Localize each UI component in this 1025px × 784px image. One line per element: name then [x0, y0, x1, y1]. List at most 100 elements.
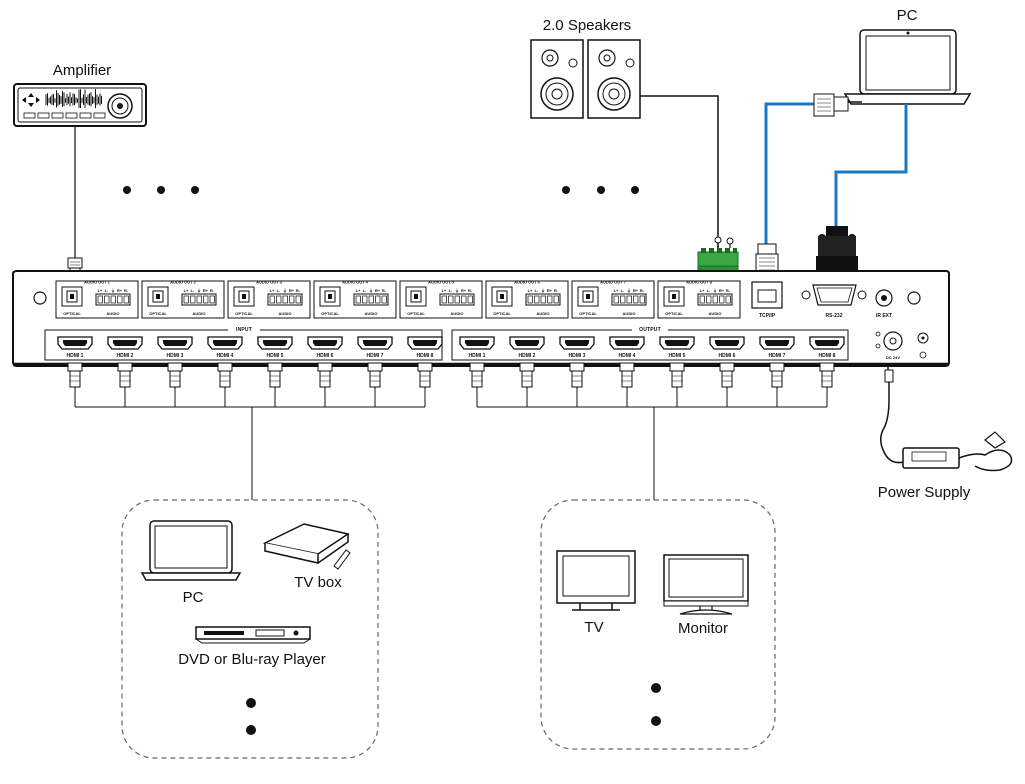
hdmi-plug-icon [267, 362, 283, 407]
ir-port-icon [875, 289, 893, 307]
hdmi-port-label: HDMI 3 [167, 353, 184, 359]
hdmi-plug-icon [317, 362, 333, 407]
audio-out-title: AUDIO OUT 7 [600, 280, 627, 285]
hdmi-port-icon [509, 336, 545, 350]
hdmi-plug-icon [819, 362, 835, 407]
audio-terminal-icon: L+L-⏚R+R- [611, 287, 647, 306]
hdmi-port-label: HDMI 8 [417, 353, 434, 359]
terminal-pin-label: L+ [700, 288, 705, 293]
speaker-cable [640, 95, 719, 248]
hdmi-port-label: HDMI 4 [217, 353, 234, 359]
optical-label: OPTICAL [579, 311, 597, 316]
hdmi-plug-icon [417, 362, 433, 407]
hdmi-port-icon [357, 336, 393, 350]
hdmi-port-icon [407, 336, 443, 350]
hdmi-port-label: HDMI 7 [769, 353, 786, 359]
terminal-pin-label: L+ [528, 288, 533, 293]
dc-label: DC 24V [886, 355, 900, 360]
audio-out-title: AUDIO OUT 8 [686, 280, 713, 285]
hdmi-plug-icon [217, 362, 233, 407]
output-bus-cable [477, 406, 827, 500]
hdmi-plug-icon [519, 362, 535, 407]
more-displays-dots [651, 683, 661, 726]
ground-screw-icon [917, 332, 929, 359]
optical-label: OPTICAL [493, 311, 511, 316]
terminal-pin-label: R- [726, 288, 731, 293]
hdmi-plug-icon [469, 362, 485, 407]
terminal-pin-label: R+ [461, 288, 467, 293]
speakers-icon [530, 39, 641, 119]
ir-ext-label: IR EXT [876, 313, 892, 319]
rj45-plug-icon [755, 243, 779, 275]
network-cable [764, 102, 815, 246]
terminal-pin-label: ⏚ [111, 287, 115, 293]
audio-label: AUDIO [365, 311, 378, 316]
terminal-pin-label: L- [707, 288, 711, 293]
hdmi-plug-icon [719, 362, 735, 407]
hdmi-port-icon [759, 336, 795, 350]
terminal-pin-label: ⏚ [197, 287, 201, 293]
terminal-pin-label: L- [191, 288, 195, 293]
laptop-icon [843, 29, 972, 105]
terminal-pin-label: L+ [184, 288, 189, 293]
hdmi-port-icon [659, 336, 695, 350]
hdmi-port-label: HDMI 7 [367, 353, 384, 359]
terminal-pin-label: L- [363, 288, 367, 293]
hdmi-port-icon [609, 336, 645, 350]
optical-port-icon [61, 286, 83, 307]
hdmi-port-icon [257, 336, 293, 350]
pc-control-label: PC [897, 7, 918, 24]
audio-label: AUDIO [537, 311, 550, 316]
hdmi-port-icon [459, 336, 495, 350]
rs232-label: RS-232 [826, 313, 843, 319]
audio-terminal-icon: L+L-⏚R+R- [353, 287, 389, 306]
power-adapter-icon [880, 369, 1013, 472]
terminal-pin-label: ⏚ [627, 287, 631, 293]
hdmi-plug-icon [167, 362, 183, 407]
terminal-pin-label: R- [382, 288, 387, 293]
hdmi-plug-icon [117, 362, 133, 407]
monitor-icon [663, 554, 749, 615]
terminal-pin-label: R+ [375, 288, 381, 293]
power-supply-label: Power Supply [878, 484, 971, 501]
audio-out-title: AUDIO OUT 2 [170, 280, 197, 285]
optical-label: OPTICAL [149, 311, 167, 316]
audio-label: AUDIO [709, 311, 722, 316]
hdmi-port-icon [559, 336, 595, 350]
optical-port-icon [233, 286, 255, 307]
hdmi-port-icon [157, 336, 193, 350]
terminal-pin-label: R+ [719, 288, 725, 293]
terminal-pin-label: R- [468, 288, 473, 293]
output-section-label: OUTPUT [639, 327, 661, 333]
tv-box-label: TV box [294, 574, 342, 591]
audio-label: AUDIO [279, 311, 292, 316]
hdmi-plug-icon [367, 362, 383, 407]
terminal-pin-label: L+ [98, 288, 103, 293]
hdmi-port-label: HDMI 4 [619, 353, 636, 359]
terminal-pin-label: L+ [442, 288, 447, 293]
terminal-pin-label: L+ [270, 288, 275, 293]
hdmi-plug-icon [569, 362, 585, 407]
optical-port-icon [405, 286, 427, 307]
terminal-pin-label: L- [535, 288, 539, 293]
hdmi-port-icon [307, 336, 343, 350]
tv-box-icon [262, 523, 351, 570]
audio-out-title: AUDIO OUT 5 [428, 280, 455, 285]
audio-terminal-icon: L+L-⏚R+R- [697, 287, 733, 306]
terminal-pin-label: R- [124, 288, 129, 293]
audio-out-title: AUDIO OUT 1 [84, 280, 111, 285]
terminal-pin-label: L+ [356, 288, 361, 293]
dvd-label: DVD or Blu-ray Player [178, 651, 326, 668]
hdmi-plug-icon [619, 362, 635, 407]
hdmi-port-label: HDMI 5 [267, 353, 284, 359]
hdmi-port-label: HDMI 5 [669, 353, 686, 359]
hdmi-plug-icon [669, 362, 685, 407]
audio-label: AUDIO [451, 311, 464, 316]
